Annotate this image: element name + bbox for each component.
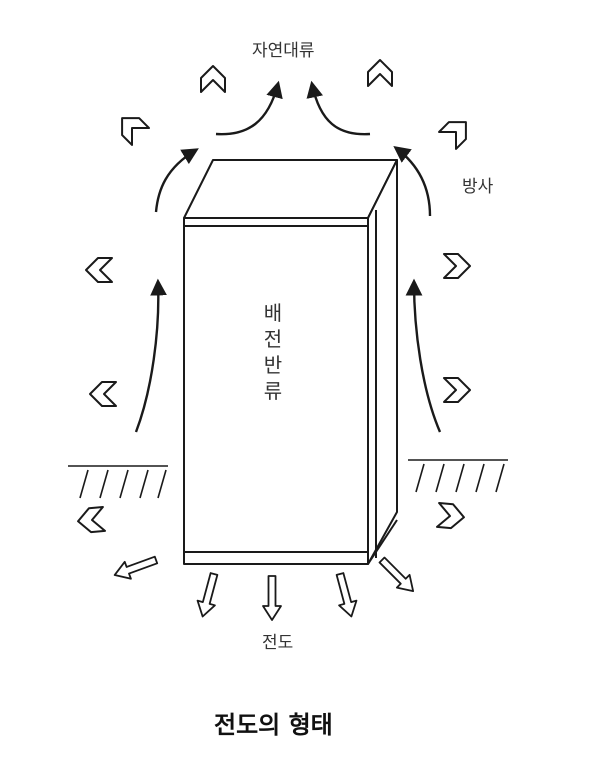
cabinet-side: [367, 159, 398, 565]
cabinet-top: [183, 159, 398, 219]
conduction-arrow: [196, 572, 219, 618]
radiation-chevron: [89, 381, 117, 407]
radiation-chevron: [443, 377, 471, 403]
radiation-label: 방사: [462, 177, 494, 197]
radiation-chevron: [121, 117, 150, 146]
panel-label: 배전반류: [263, 301, 283, 403]
figure-caption: 전도의 형태: [214, 711, 333, 739]
convection-label: 자연대류: [252, 41, 315, 61]
cabinet-front: [183, 217, 369, 565]
ground-left: [68, 465, 168, 499]
convection-arrow-left-low: [134, 278, 167, 433]
conduction-arrows: [113, 555, 415, 621]
convection-arrow-top-right: [306, 80, 371, 136]
radiation-chevron: [443, 253, 471, 279]
radiation-chevron: [85, 257, 113, 283]
radiation-chevron: [367, 59, 393, 87]
radiation-chevron: [435, 501, 465, 530]
radiation-chevron: [200, 65, 226, 93]
conduction-arrow: [113, 555, 159, 580]
ground-right: [408, 459, 508, 493]
panel-cabinet: [183, 159, 398, 565]
conduction-arrow: [262, 575, 282, 621]
convection-arrow-top-left: [215, 80, 283, 136]
conduction-arrow: [378, 556, 415, 593]
convection-arrow-right-low: [405, 278, 442, 433]
radiation-chevron: [438, 121, 467, 150]
radiation-chevron: [77, 505, 107, 534]
conduction-label: 전도: [262, 633, 294, 653]
conduction-arrow: [335, 572, 358, 618]
convection-arrow-right-mid: [393, 145, 432, 217]
convection-arrow-left-mid: [154, 148, 199, 213]
radiation-arrows: [77, 59, 471, 534]
convection-arrows: [134, 80, 442, 433]
